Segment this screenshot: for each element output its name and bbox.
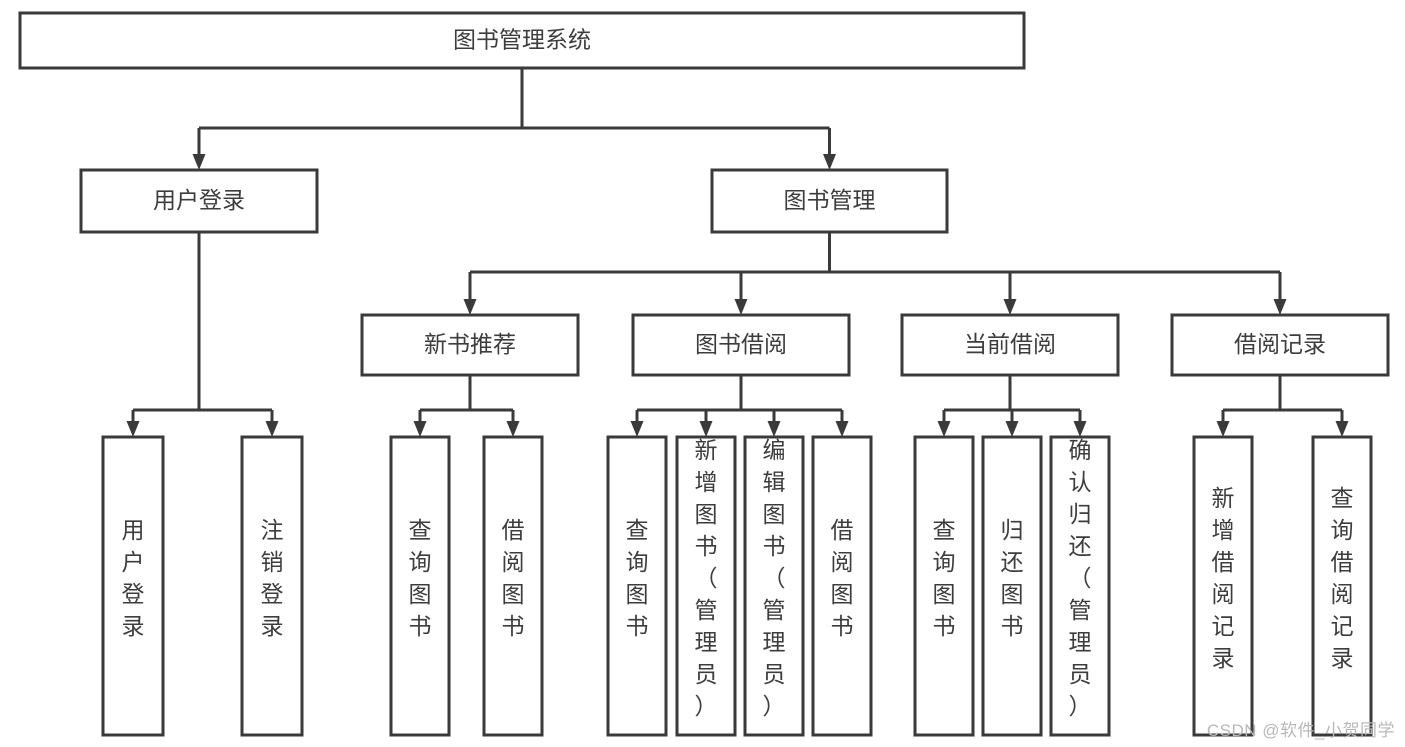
arrow-head-icon xyxy=(823,154,836,170)
arrow-head-icon xyxy=(463,299,477,315)
nodes-layer: 图书管理系统用户登录图书管理新书推荐图书借阅当前借阅借阅记录用户登录注销登录查询… xyxy=(18,11,1390,737)
arrow-head-icon xyxy=(1216,421,1230,437)
node-label: 新增图书（管理员） xyxy=(695,437,718,719)
node-borrow-record[interactable]: 借阅记录 xyxy=(1170,313,1390,377)
node-current-borrow[interactable]: 当前借阅 xyxy=(900,313,1120,377)
node-box xyxy=(743,435,805,737)
arrow-head-icon xyxy=(126,421,140,437)
node-label: 注销登录 xyxy=(261,517,284,639)
node-root-title[interactable]: 图书管理系统 xyxy=(18,11,1026,70)
node-box xyxy=(482,435,544,737)
arrow-head-icon xyxy=(413,421,427,437)
node-label: 编辑图书（管理员） xyxy=(763,437,786,719)
arrow-head-icon xyxy=(734,299,748,315)
node-label: 查询图书 xyxy=(626,517,649,639)
node-label: 借阅图书 xyxy=(502,517,525,639)
node-label: 新增借阅记录 xyxy=(1212,485,1235,671)
node-box xyxy=(1049,435,1111,737)
arrow-head-icon xyxy=(835,421,849,437)
node-label: 确认归还（管理员） xyxy=(1069,437,1092,719)
node-leaf-borrow-book-recommend[interactable]: 借阅图书 xyxy=(482,435,544,737)
node-leaf-edit-book[interactable]: 编辑图书（管理员） xyxy=(743,435,805,737)
node-label: 用户登录 xyxy=(122,517,145,639)
node-leaf-query-borrow-record[interactable]: 查询借阅记录 xyxy=(1311,435,1373,737)
node-box xyxy=(631,313,851,377)
node-box xyxy=(900,313,1120,377)
node-leaf-user-login[interactable]: 用户登录 xyxy=(101,435,165,737)
node-leaf-add-book[interactable]: 新增图书（管理员） xyxy=(675,435,737,737)
node-label: 查询图书 xyxy=(933,517,956,639)
arrow-head-icon xyxy=(1003,299,1017,315)
node-label: 图书借阅 xyxy=(695,331,787,357)
node-box xyxy=(811,435,873,737)
watermark-text: CSDN @软件_小贺同学 xyxy=(1206,721,1395,740)
node-book-borrow[interactable]: 图书借阅 xyxy=(631,313,851,377)
node-box xyxy=(913,435,975,737)
node-leaf-query-book-recommend[interactable]: 查询图书 xyxy=(389,435,451,737)
node-book-manage[interactable]: 图书管理 xyxy=(710,168,949,234)
arrow-head-icon xyxy=(699,421,713,437)
arrow-head-icon xyxy=(1273,299,1287,315)
arrow-head-icon xyxy=(1335,421,1349,437)
arrow-head-icon xyxy=(937,421,951,437)
node-box xyxy=(1311,435,1373,737)
node-label: 查询借阅记录 xyxy=(1331,485,1354,671)
node-box xyxy=(675,435,737,737)
node-leaf-add-borrow-record[interactable]: 新增借阅记录 xyxy=(1192,435,1254,737)
arrow-head-icon xyxy=(192,154,206,170)
node-label: 当前借阅 xyxy=(964,331,1056,357)
node-label: 新书推荐 xyxy=(424,331,516,357)
node-label: 用户登录 xyxy=(153,187,245,213)
node-box xyxy=(18,11,1026,70)
connectors-layer xyxy=(126,68,1349,437)
node-label: 借阅图书 xyxy=(831,517,854,639)
arrow-head-icon xyxy=(1073,421,1087,437)
node-box xyxy=(1170,313,1390,377)
arrow-head-icon xyxy=(506,421,520,437)
node-leaf-query-book-borrow[interactable]: 查询图书 xyxy=(606,435,668,737)
node-new-book-recommend[interactable]: 新书推荐 xyxy=(360,313,580,377)
arrow-head-icon xyxy=(265,421,279,437)
node-box xyxy=(101,435,165,737)
node-box xyxy=(389,435,451,737)
node-label: 借阅记录 xyxy=(1234,331,1326,357)
node-leaf-confirm-return[interactable]: 确认归还（管理员） xyxy=(1049,435,1111,737)
arrow-head-icon xyxy=(767,421,781,437)
node-label: 归还图书 xyxy=(1001,517,1024,639)
node-leaf-borrow-book[interactable]: 借阅图书 xyxy=(811,435,873,737)
node-leaf-query-book-current[interactable]: 查询图书 xyxy=(913,435,975,737)
node-user-login[interactable]: 用户登录 xyxy=(79,168,319,234)
node-box xyxy=(240,435,304,737)
node-leaf-return-book[interactable]: 归还图书 xyxy=(981,435,1043,737)
arrow-head-icon xyxy=(630,421,644,437)
node-label: 图书管理系统 xyxy=(453,27,591,53)
node-label: 查询图书 xyxy=(409,517,432,639)
node-box xyxy=(1192,435,1254,737)
node-box xyxy=(606,435,668,737)
node-box xyxy=(981,435,1043,737)
node-box xyxy=(360,313,580,377)
node-box xyxy=(79,168,319,234)
node-box xyxy=(710,168,949,234)
arrow-head-icon xyxy=(1005,421,1019,437)
node-label: 图书管理 xyxy=(784,187,876,213)
node-leaf-user-logout[interactable]: 注销登录 xyxy=(240,435,304,737)
